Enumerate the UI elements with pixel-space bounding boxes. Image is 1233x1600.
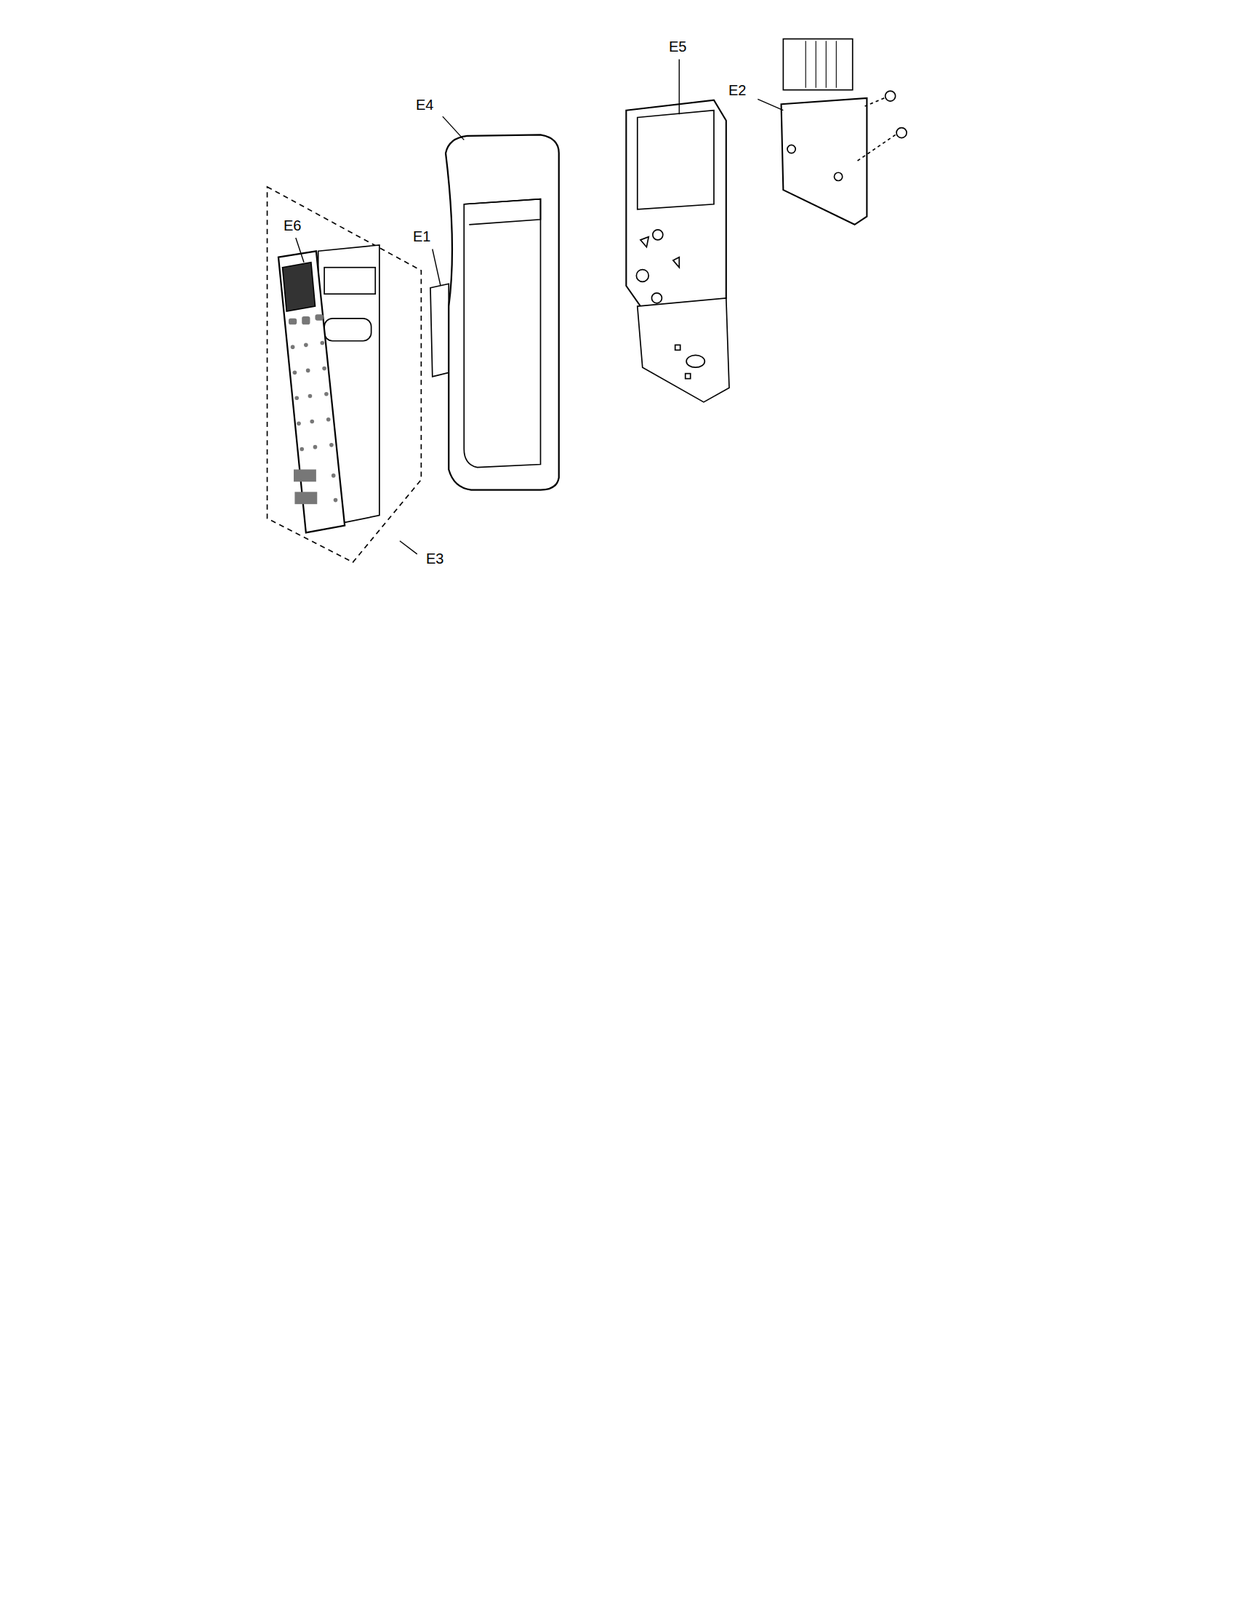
control-frame — [445, 134, 560, 490]
leader-lines — [295, 59, 784, 554]
bracket-lower — [637, 298, 730, 403]
display-window — [282, 262, 316, 312]
callout-number: E3 — [426, 551, 444, 566]
screws — [856, 90, 907, 162]
circuit-board — [781, 98, 868, 225]
callout-number: E1 — [412, 229, 431, 244]
frame-opening — [463, 199, 541, 468]
callout-number: E4 — [415, 97, 434, 112]
callout-number: E2 — [728, 82, 746, 98]
callout-number: E6 — [283, 218, 301, 233]
sheet-tab — [324, 267, 376, 294]
sheet-tab — [324, 318, 372, 341]
board-connector — [782, 39, 853, 91]
mounting-bracket — [625, 100, 726, 307]
bracket-window — [637, 110, 714, 210]
frame-recess — [463, 199, 541, 225]
callout-number: E5 — [668, 39, 687, 54]
keypad-keys — [288, 314, 338, 504]
insulation-sheet — [430, 283, 449, 377]
assembly-outline — [267, 186, 422, 562]
keypad-panel — [278, 250, 345, 533]
